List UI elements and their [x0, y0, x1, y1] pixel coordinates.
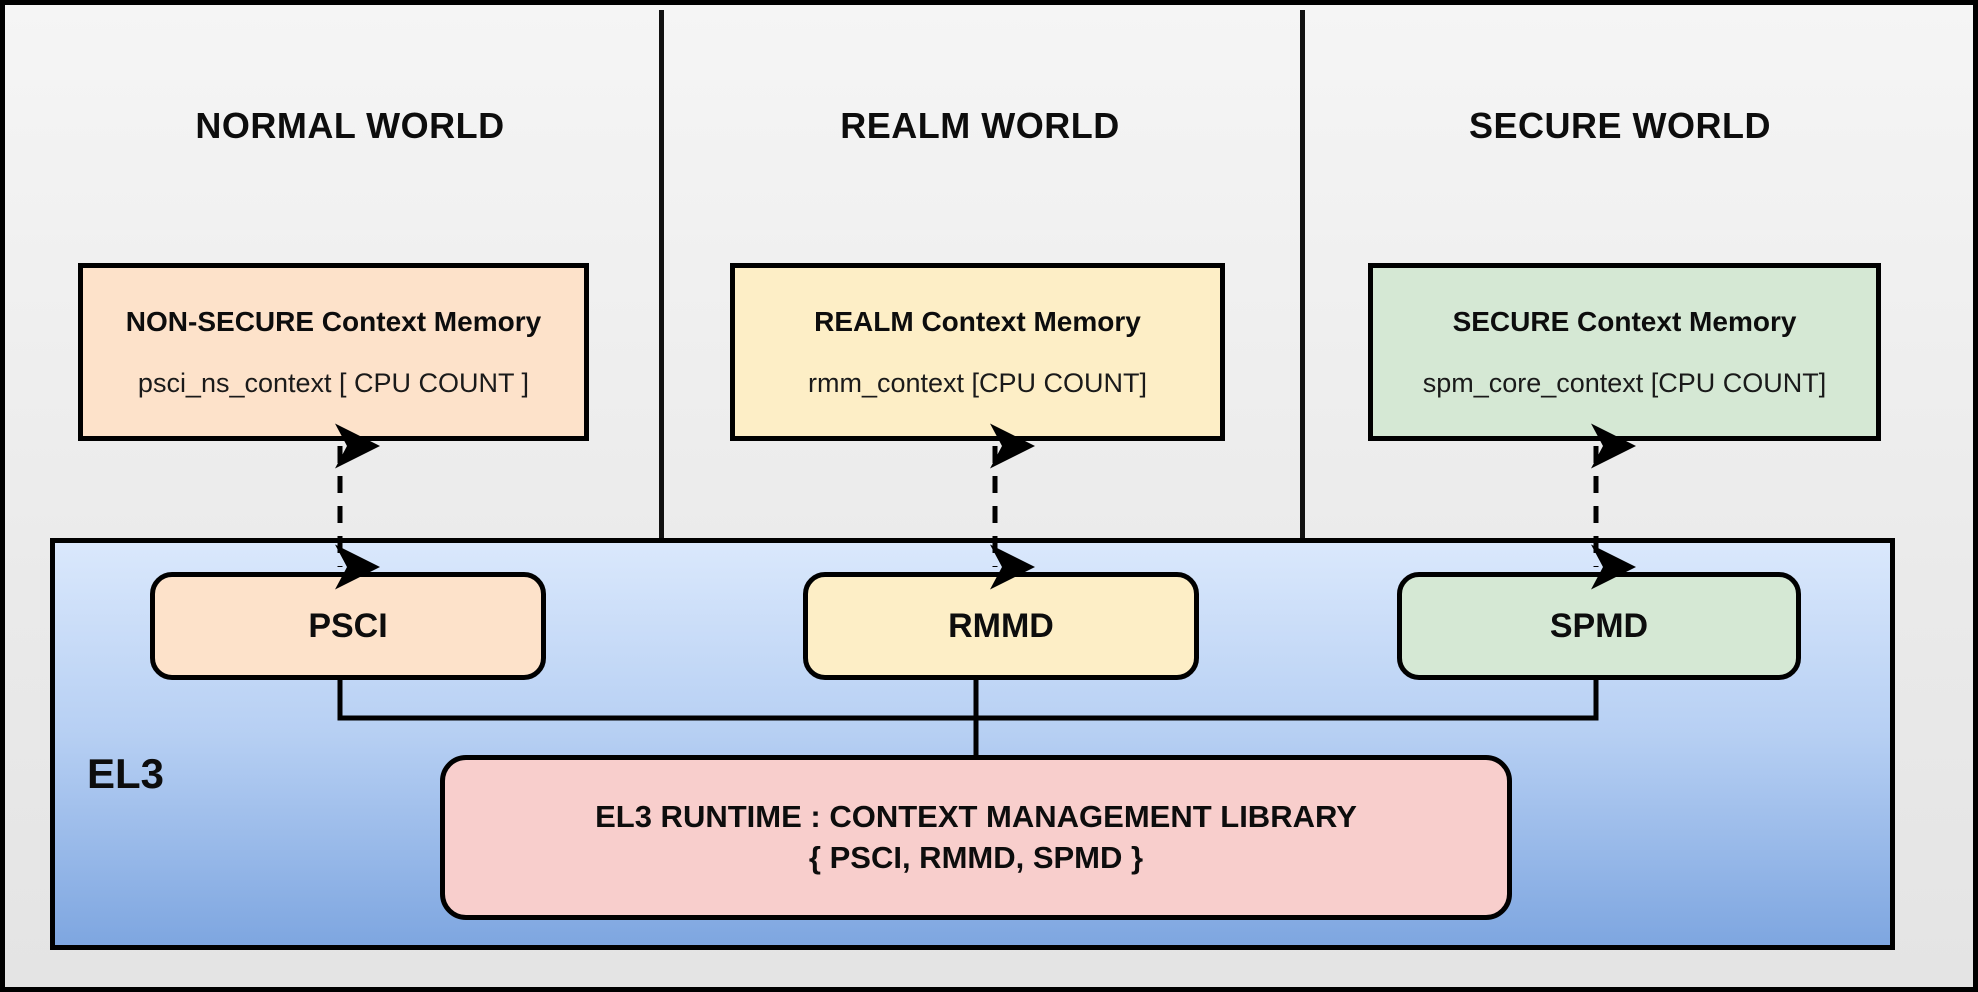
context-memory-box-realm[interactable]: REALM Context Memory rmm_context [CPU CO…: [730, 263, 1225, 441]
context-memory-title-secure: SECURE Context Memory: [1452, 305, 1797, 337]
context-memory-title-non-secure: NON-SECURE Context Memory: [125, 305, 542, 337]
world-title-normal: NORMAL WORLD: [195, 105, 505, 146]
world-divider-realm-secure: [1300, 10, 1305, 538]
runtime-line-1: EL3 RUNTIME : CONTEXT MANAGEMENT LIBRARY: [595, 798, 1357, 834]
context-memory-title-realm: REALM Context Memory: [814, 305, 1141, 337]
world-divider-normal-realm: [659, 10, 664, 538]
context-memory-subtitle-non-secure: psci_ns_context [ CPU COUNT ]: [137, 367, 530, 398]
context-memory-box-secure[interactable]: SECURE Context Memory spm_core_context […: [1368, 263, 1881, 441]
el3-panel-label: EL3: [87, 750, 165, 797]
dispatcher-box-spmd[interactable]: SPMD: [1397, 572, 1801, 680]
runtime-line-2: { PSCI, RMMD, SPMD }: [808, 839, 1144, 875]
context-memory-box-non-secure[interactable]: NON-SECURE Context Memory psci_ns_contex…: [78, 263, 589, 441]
context-memory-subtitle-realm: rmm_context [CPU COUNT]: [807, 367, 1148, 398]
dispatcher-box-rmmd[interactable]: RMMD: [803, 572, 1199, 680]
dispatcher-label-psci: PSCI: [308, 606, 388, 645]
dispatcher-label-rmmd: RMMD: [948, 606, 1054, 645]
world-title-secure: SECURE WORLD: [1469, 105, 1771, 146]
dispatcher-box-psci[interactable]: PSCI: [150, 572, 546, 680]
dispatcher-label-spmd: SPMD: [1549, 606, 1649, 645]
el3-runtime-context-management-box[interactable]: EL3 RUNTIME : CONTEXT MANAGEMENT LIBRARY…: [440, 755, 1512, 920]
world-title-realm: REALM WORLD: [840, 105, 1120, 146]
context-memory-subtitle-secure: spm_core_context [CPU COUNT]: [1422, 367, 1827, 398]
